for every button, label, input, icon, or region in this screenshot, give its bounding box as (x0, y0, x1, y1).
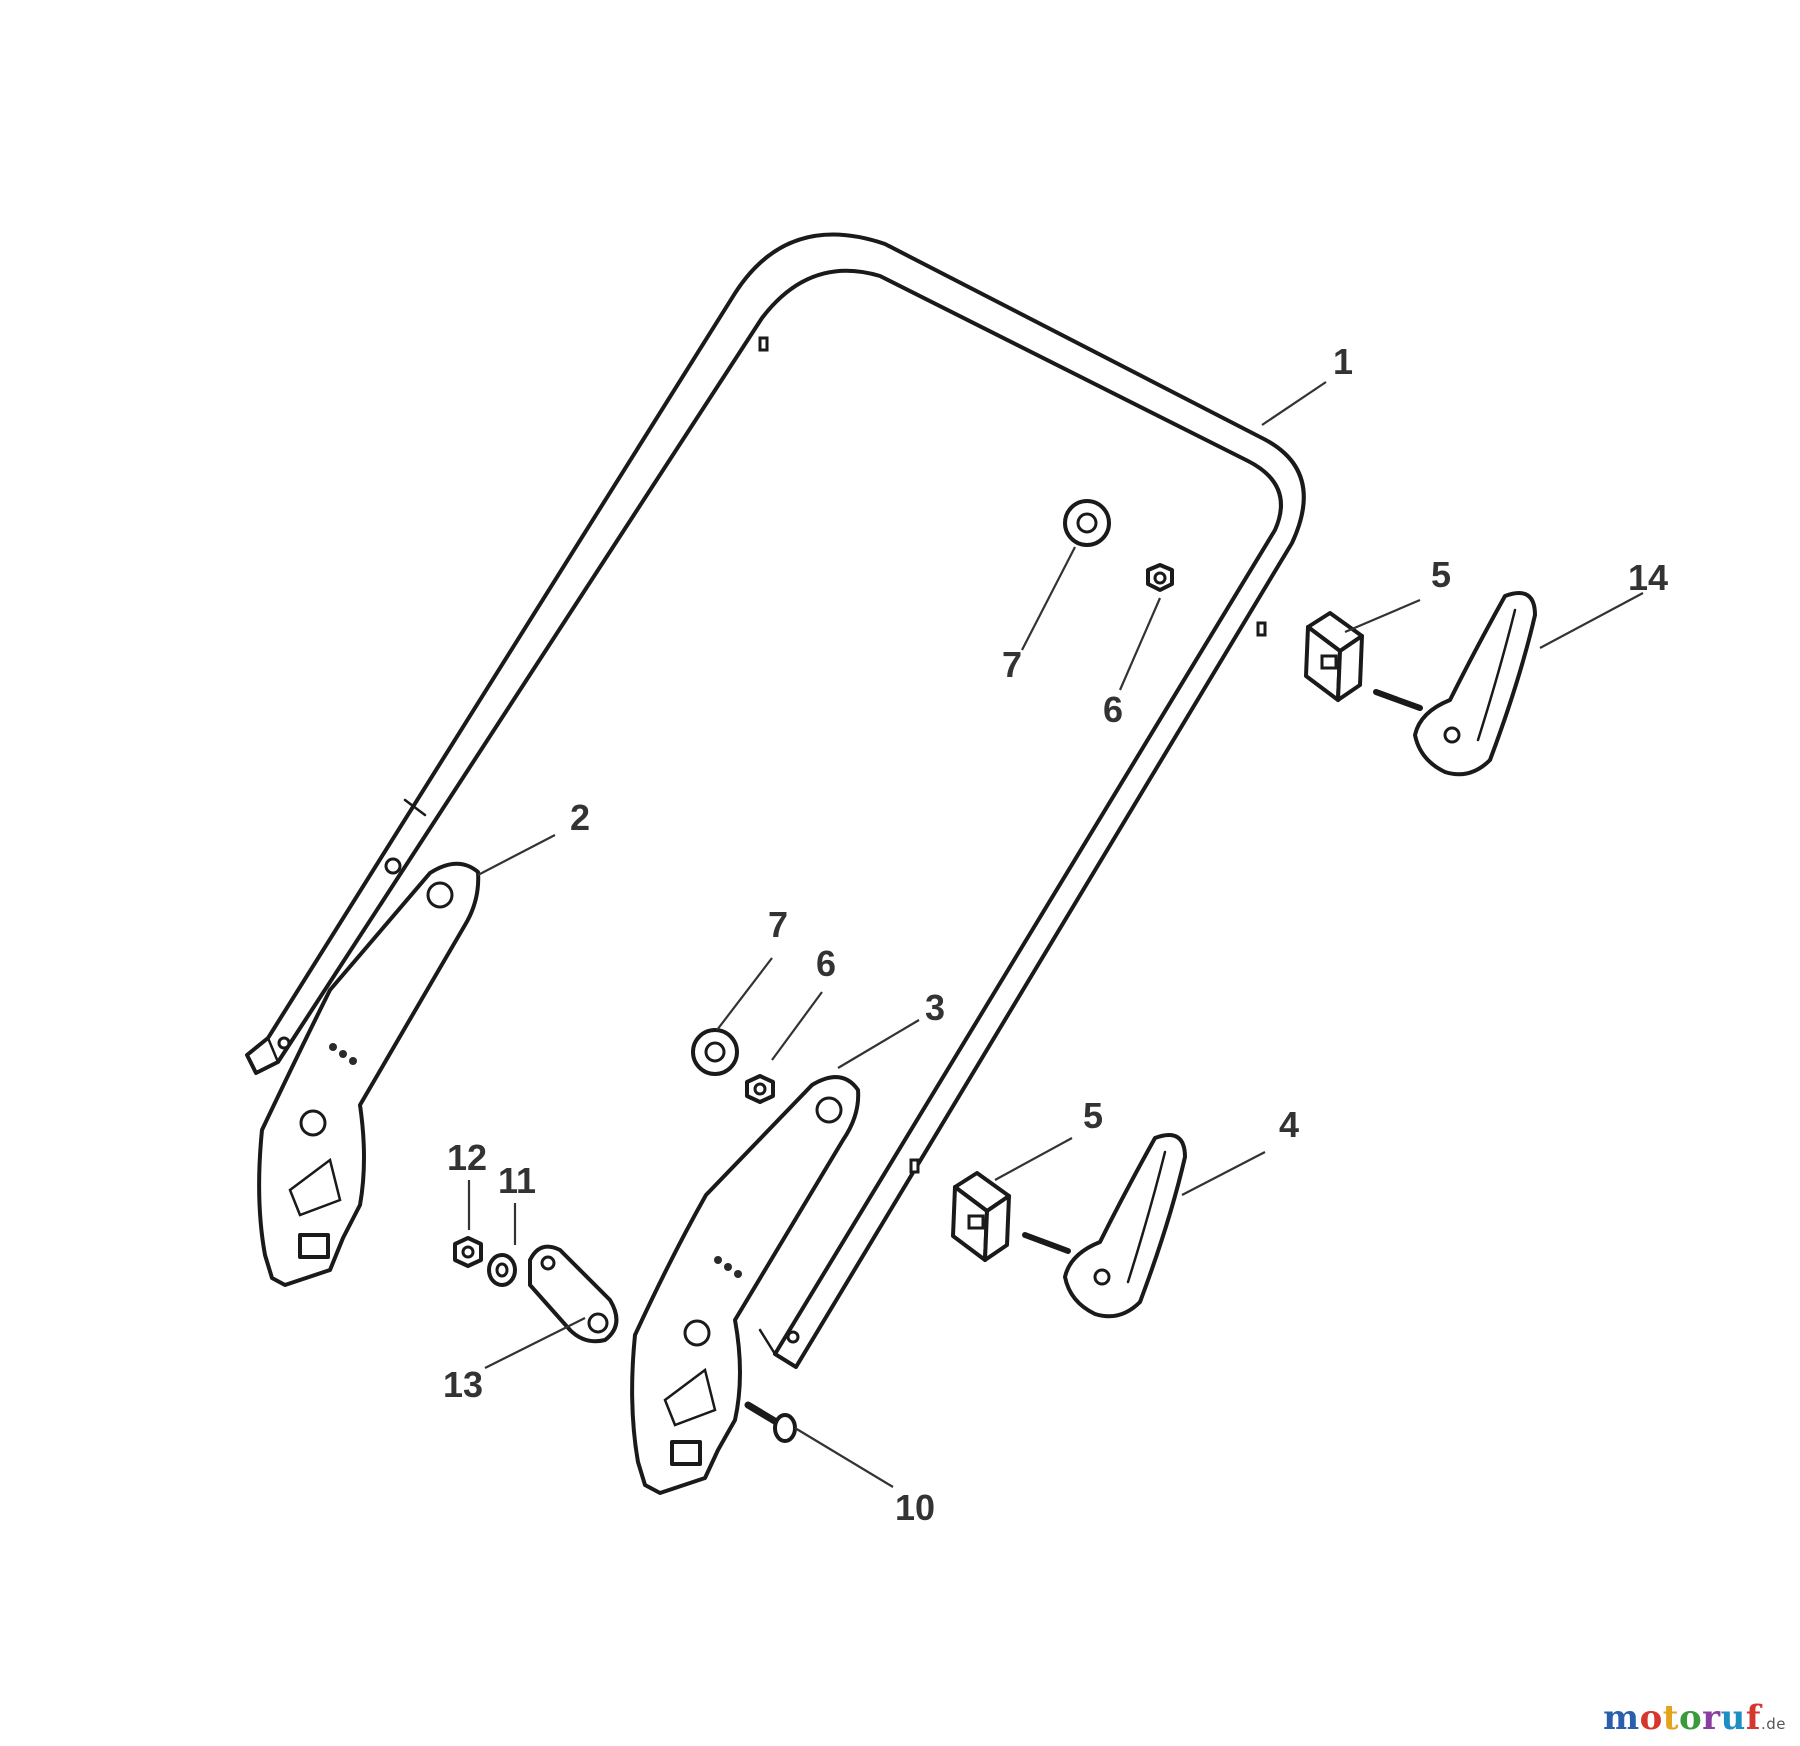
callout-7-lower: 7 (768, 904, 788, 945)
spacer-block-part-5-upper (1304, 611, 1364, 702)
nut-part-12 (453, 1236, 483, 1268)
callout-4: 4 (1279, 1104, 1299, 1145)
callout-1: 1 (1333, 341, 1353, 382)
screw-part-10 (744, 1401, 797, 1443)
callout-14: 14 (1628, 557, 1668, 598)
watermark-letter: u (1720, 1698, 1746, 1738)
leader-lines (467, 381, 1644, 1488)
locknut-part-7-lower (691, 1028, 739, 1076)
washer-part-11 (487, 1253, 517, 1287)
nut-part-6-upper (1146, 563, 1174, 592)
callout-2: 2 (570, 797, 590, 838)
watermark-letter: r (1702, 1698, 1721, 1738)
callout-10: 10 (895, 1487, 935, 1528)
spacer-block-part-5-lower (951, 1171, 1011, 1262)
callout-13: 13 (443, 1364, 483, 1405)
watermark-letter: o (1678, 1698, 1703, 1738)
callout-6-lower: 6 (816, 943, 836, 984)
locknut-part-7-upper (1063, 499, 1111, 547)
clamp-lever-part-4 (1022, 1133, 1187, 1319)
watermark-letter: f (1745, 1698, 1761, 1738)
brand-watermark: motoruf.de (1603, 1698, 1786, 1738)
clamp-lever-part-14 (1373, 591, 1537, 777)
right-bracket-part-3 (630, 1075, 861, 1495)
callout-7-upper: 7 (1002, 644, 1022, 685)
callout-11: 11 (498, 1160, 536, 1201)
watermark-letter: o (1639, 1698, 1663, 1738)
watermark-tld: .de (1760, 1715, 1786, 1733)
handlebar-tube-part-1 (245, 232, 1306, 1369)
left-bracket-part-2 (257, 861, 481, 1287)
watermark-letter: t (1662, 1698, 1679, 1738)
callout-3: 3 (925, 987, 945, 1028)
nut-part-6-lower (745, 1074, 775, 1104)
cam-link-part-13 (528, 1244, 619, 1344)
callout-6-upper: 6 (1103, 689, 1123, 730)
callout-12: 12 (447, 1137, 487, 1178)
callout-5-upper: 5 (1431, 554, 1451, 595)
watermark-letter: m (1603, 1698, 1640, 1738)
callout-5-lower: 5 (1083, 1095, 1103, 1136)
